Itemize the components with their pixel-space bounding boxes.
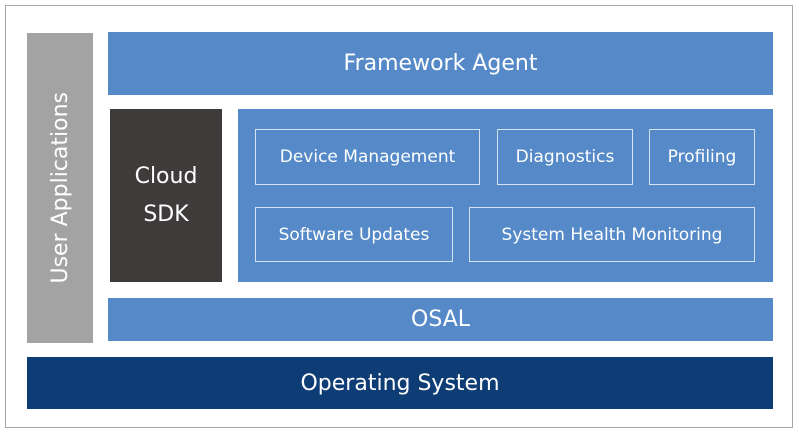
cloud-sdk-label-line2: SDK [143, 201, 189, 227]
service-system-health-monitoring: System Health Monitoring [469, 207, 755, 262]
framework-agent-layer: Framework Agent [108, 32, 773, 95]
operating-system-label: Operating System [300, 370, 500, 396]
service-software-updates: Software Updates [255, 207, 453, 262]
service-profiling: Profiling [649, 129, 755, 185]
service-diagnostics: Diagnostics [497, 129, 633, 185]
osal-label: OSAL [411, 307, 470, 332]
service-label: Diagnostics [515, 147, 615, 167]
service-label: Device Management [279, 147, 456, 167]
user-applications-layer: User Applications [27, 33, 93, 343]
user-applications-label: User Applications [47, 92, 73, 284]
services-panel [238, 109, 773, 282]
service-device-management: Device Management [255, 129, 480, 185]
operating-system-layer: Operating System [27, 357, 773, 409]
cloud-sdk-block: Cloud SDK [110, 109, 222, 282]
service-label: System Health Monitoring [501, 224, 723, 245]
framework-agent-label: Framework Agent [343, 51, 538, 76]
cloud-sdk-label-line1: Cloud [134, 163, 198, 189]
osal-layer: OSAL [108, 298, 773, 341]
service-label: Software Updates [278, 224, 430, 245]
service-label: Profiling [667, 147, 737, 167]
